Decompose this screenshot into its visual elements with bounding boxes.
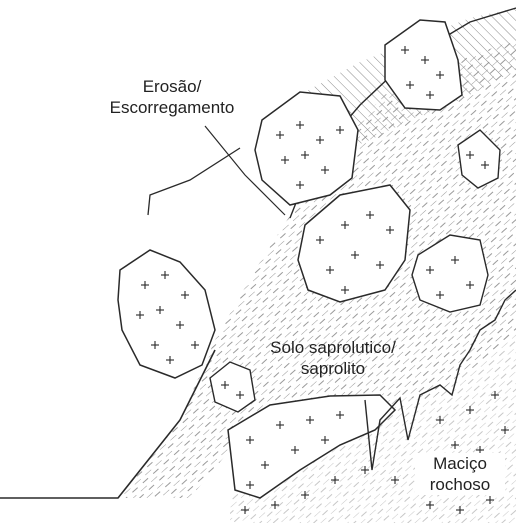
bedrock-massif-label: Maciço rochoso	[415, 453, 505, 495]
erosion-label-line1: Erosão/	[92, 76, 252, 97]
erosion-label: Erosão/ Escorregamento	[92, 76, 252, 118]
bedrock-massif-label-line2: rochoso	[415, 474, 505, 495]
erosion-original-surface	[148, 148, 240, 215]
boulder-left-detached	[118, 250, 215, 378]
saprolitic-soil-label-line2: saprolito	[258, 358, 408, 379]
erosion-label-line2: Escorregamento	[92, 97, 252, 118]
saprolitic-soil-label: Solo saprolutico/ saprolito	[258, 337, 408, 379]
saprolitic-soil-label-line1: Solo saprolutico/	[258, 337, 408, 358]
bedrock-massif-label-line1: Maciço	[415, 453, 505, 474]
